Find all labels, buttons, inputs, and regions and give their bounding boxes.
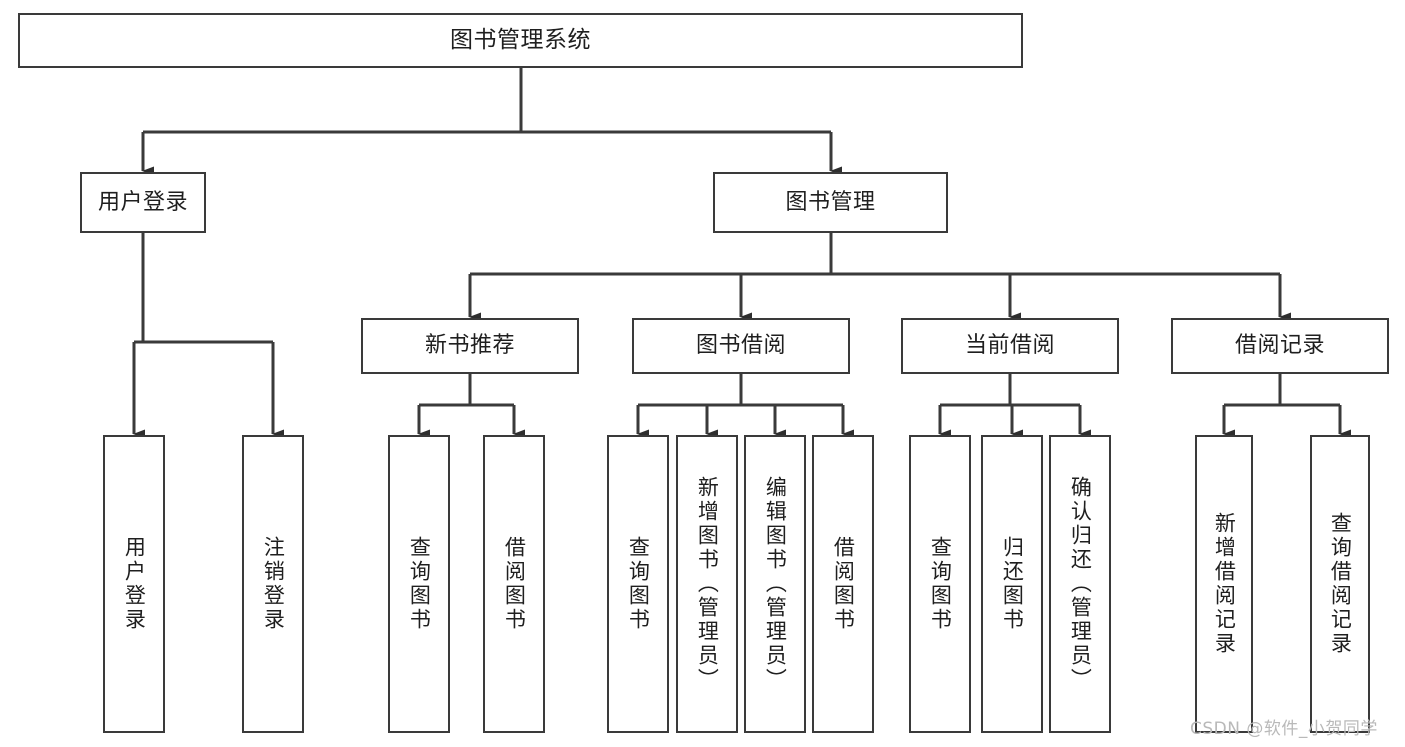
node-label: 新书推荐 xyxy=(424,333,515,359)
node-label: 归还图书 xyxy=(1000,536,1025,632)
node-leaf-query-book-2[interactable]: 查询图书 xyxy=(607,435,669,733)
node-leaf-borrow-book-1[interactable]: 借阅图书 xyxy=(483,435,545,733)
node-book-borrow[interactable]: 图书借阅 xyxy=(632,318,850,374)
node-leaf-query-book-1[interactable]: 查询图书 xyxy=(388,435,450,733)
node-root[interactable]: 图书管理系统 xyxy=(18,13,1023,68)
node-label: 图书管理系统 xyxy=(450,26,591,53)
node-book-manage[interactable]: 图书管理 xyxy=(713,172,948,233)
node-label: 图书管理 xyxy=(785,189,876,215)
node-label: 用户登录 xyxy=(122,536,147,632)
node-label: 借阅记录 xyxy=(1234,333,1325,359)
node-label: 查询图书 xyxy=(928,536,953,632)
node-label: 当前借阅 xyxy=(964,333,1055,359)
watermark-label: CSDN @软件_小贺同学 xyxy=(1190,719,1378,739)
node-leaf-return-book[interactable]: 归还图书 xyxy=(981,435,1043,733)
node-label: 查询借阅记录 xyxy=(1328,512,1353,656)
node-label: 确认归还（管理员） xyxy=(1068,476,1093,692)
node-current-borrow[interactable]: 当前借阅 xyxy=(901,318,1119,374)
node-leaf-borrow-book-2[interactable]: 借阅图书 xyxy=(812,435,874,733)
node-label: 新增图书（管理员） xyxy=(695,476,720,692)
node-label: 图书借阅 xyxy=(695,333,786,359)
node-leaf-user-logout[interactable]: 注销登录 xyxy=(242,435,304,733)
node-label: 借阅图书 xyxy=(502,536,527,632)
node-leaf-add-borrow-record[interactable]: 新增借阅记录 xyxy=(1195,435,1253,733)
node-user-login[interactable]: 用户登录 xyxy=(80,172,206,233)
node-leaf-edit-book-admin[interactable]: 编辑图书（管理员） xyxy=(744,435,806,733)
node-leaf-query-borrow-record[interactable]: 查询借阅记录 xyxy=(1310,435,1370,733)
node-label: 新增借阅记录 xyxy=(1212,512,1237,656)
node-label: 编辑图书（管理员） xyxy=(763,476,788,692)
node-borrow-record[interactable]: 借阅记录 xyxy=(1171,318,1389,374)
node-label: 注销登录 xyxy=(261,536,286,632)
node-leaf-query-book-3[interactable]: 查询图书 xyxy=(909,435,971,733)
node-leaf-confirm-return-admin[interactable]: 确认归还（管理员） xyxy=(1049,435,1111,733)
node-label: 借阅图书 xyxy=(831,536,856,632)
node-new-book-recommend[interactable]: 新书推荐 xyxy=(361,318,579,374)
node-leaf-user-login[interactable]: 用户登录 xyxy=(103,435,165,733)
node-leaf-add-book-admin[interactable]: 新增图书（管理员） xyxy=(676,435,738,733)
node-label: 查询图书 xyxy=(626,536,651,632)
node-label: 查询图书 xyxy=(407,536,432,632)
node-label: 用户登录 xyxy=(97,189,188,215)
